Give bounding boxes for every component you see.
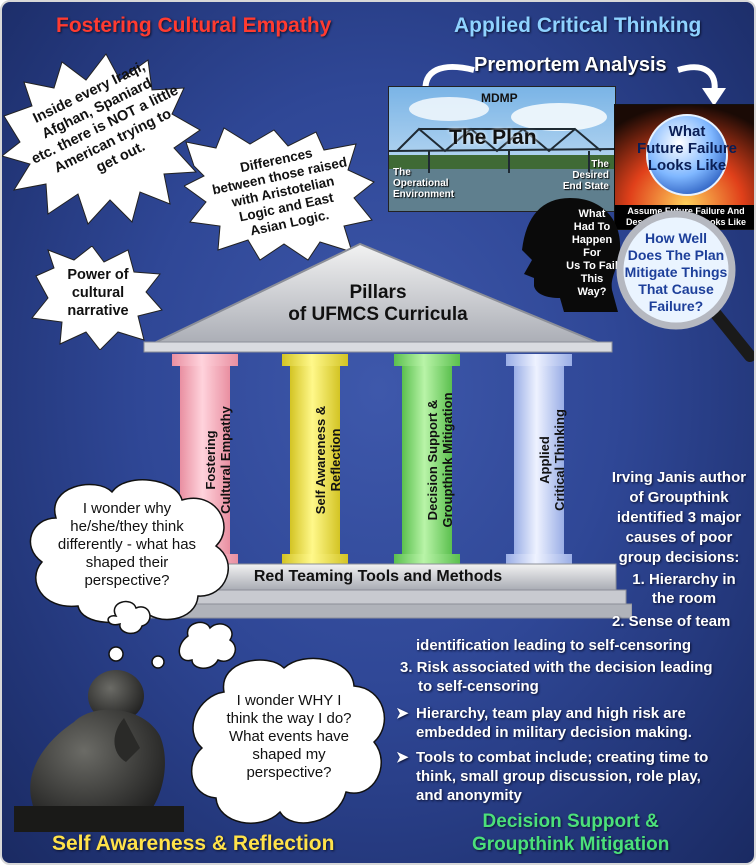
heading-fostering-cultural-empathy: Fostering Cultural Empathy [56, 14, 332, 37]
thinker-statue-image [14, 670, 184, 832]
heading-decision-support: Decision Support &Groupthink Mitigation [472, 811, 670, 855]
premortem-title: Premortem Analysis [474, 54, 667, 76]
magnifying-glass-icon [616, 210, 754, 362]
janis-bullet-tools: ➤Tools to combat include; creating time … [396, 749, 709, 804]
burst-iraqi-shape [2, 53, 201, 225]
janis-bullet-hierarchy: ➤Hierarchy, team play and high risk are … [396, 705, 692, 741]
janis-item-risk: 3. Risk associated with the decision lea… [400, 659, 713, 695]
head-silhouette-icon [522, 198, 621, 312]
curved-arrow-right-icon [677, 64, 726, 106]
pillar-self-awareness: Self Awareness &Reflection [313, 405, 343, 515]
heading-self-awareness: Self Awareness & Reflection [52, 832, 335, 855]
janis-item-team: 2. Sense of team [612, 613, 731, 630]
bullet-arrow-icon: ➤ [396, 705, 409, 722]
burst-narrative-shape [31, 246, 163, 350]
mdmp-label: MDMP [481, 91, 518, 105]
pillar-decision-support: Decision Support &Groupthink Mitigation [425, 392, 455, 528]
heading-applied-critical-thinking: Applied Critical Thinking [454, 14, 702, 37]
the-plan-label: The Plan [449, 126, 537, 149]
burst-logic-shape [184, 127, 375, 261]
thought-bubble-small-shape [178, 621, 236, 669]
janis-item-team-cont: identification leading to self-censoring [416, 637, 692, 654]
thought-bubble-i-shape [190, 657, 385, 824]
thought-bubble-they-shape [29, 479, 229, 669]
bullet-arrow-icon: ➤ [396, 749, 409, 766]
temple-base-label: Red Teaming Tools and Methods [253, 568, 503, 585]
